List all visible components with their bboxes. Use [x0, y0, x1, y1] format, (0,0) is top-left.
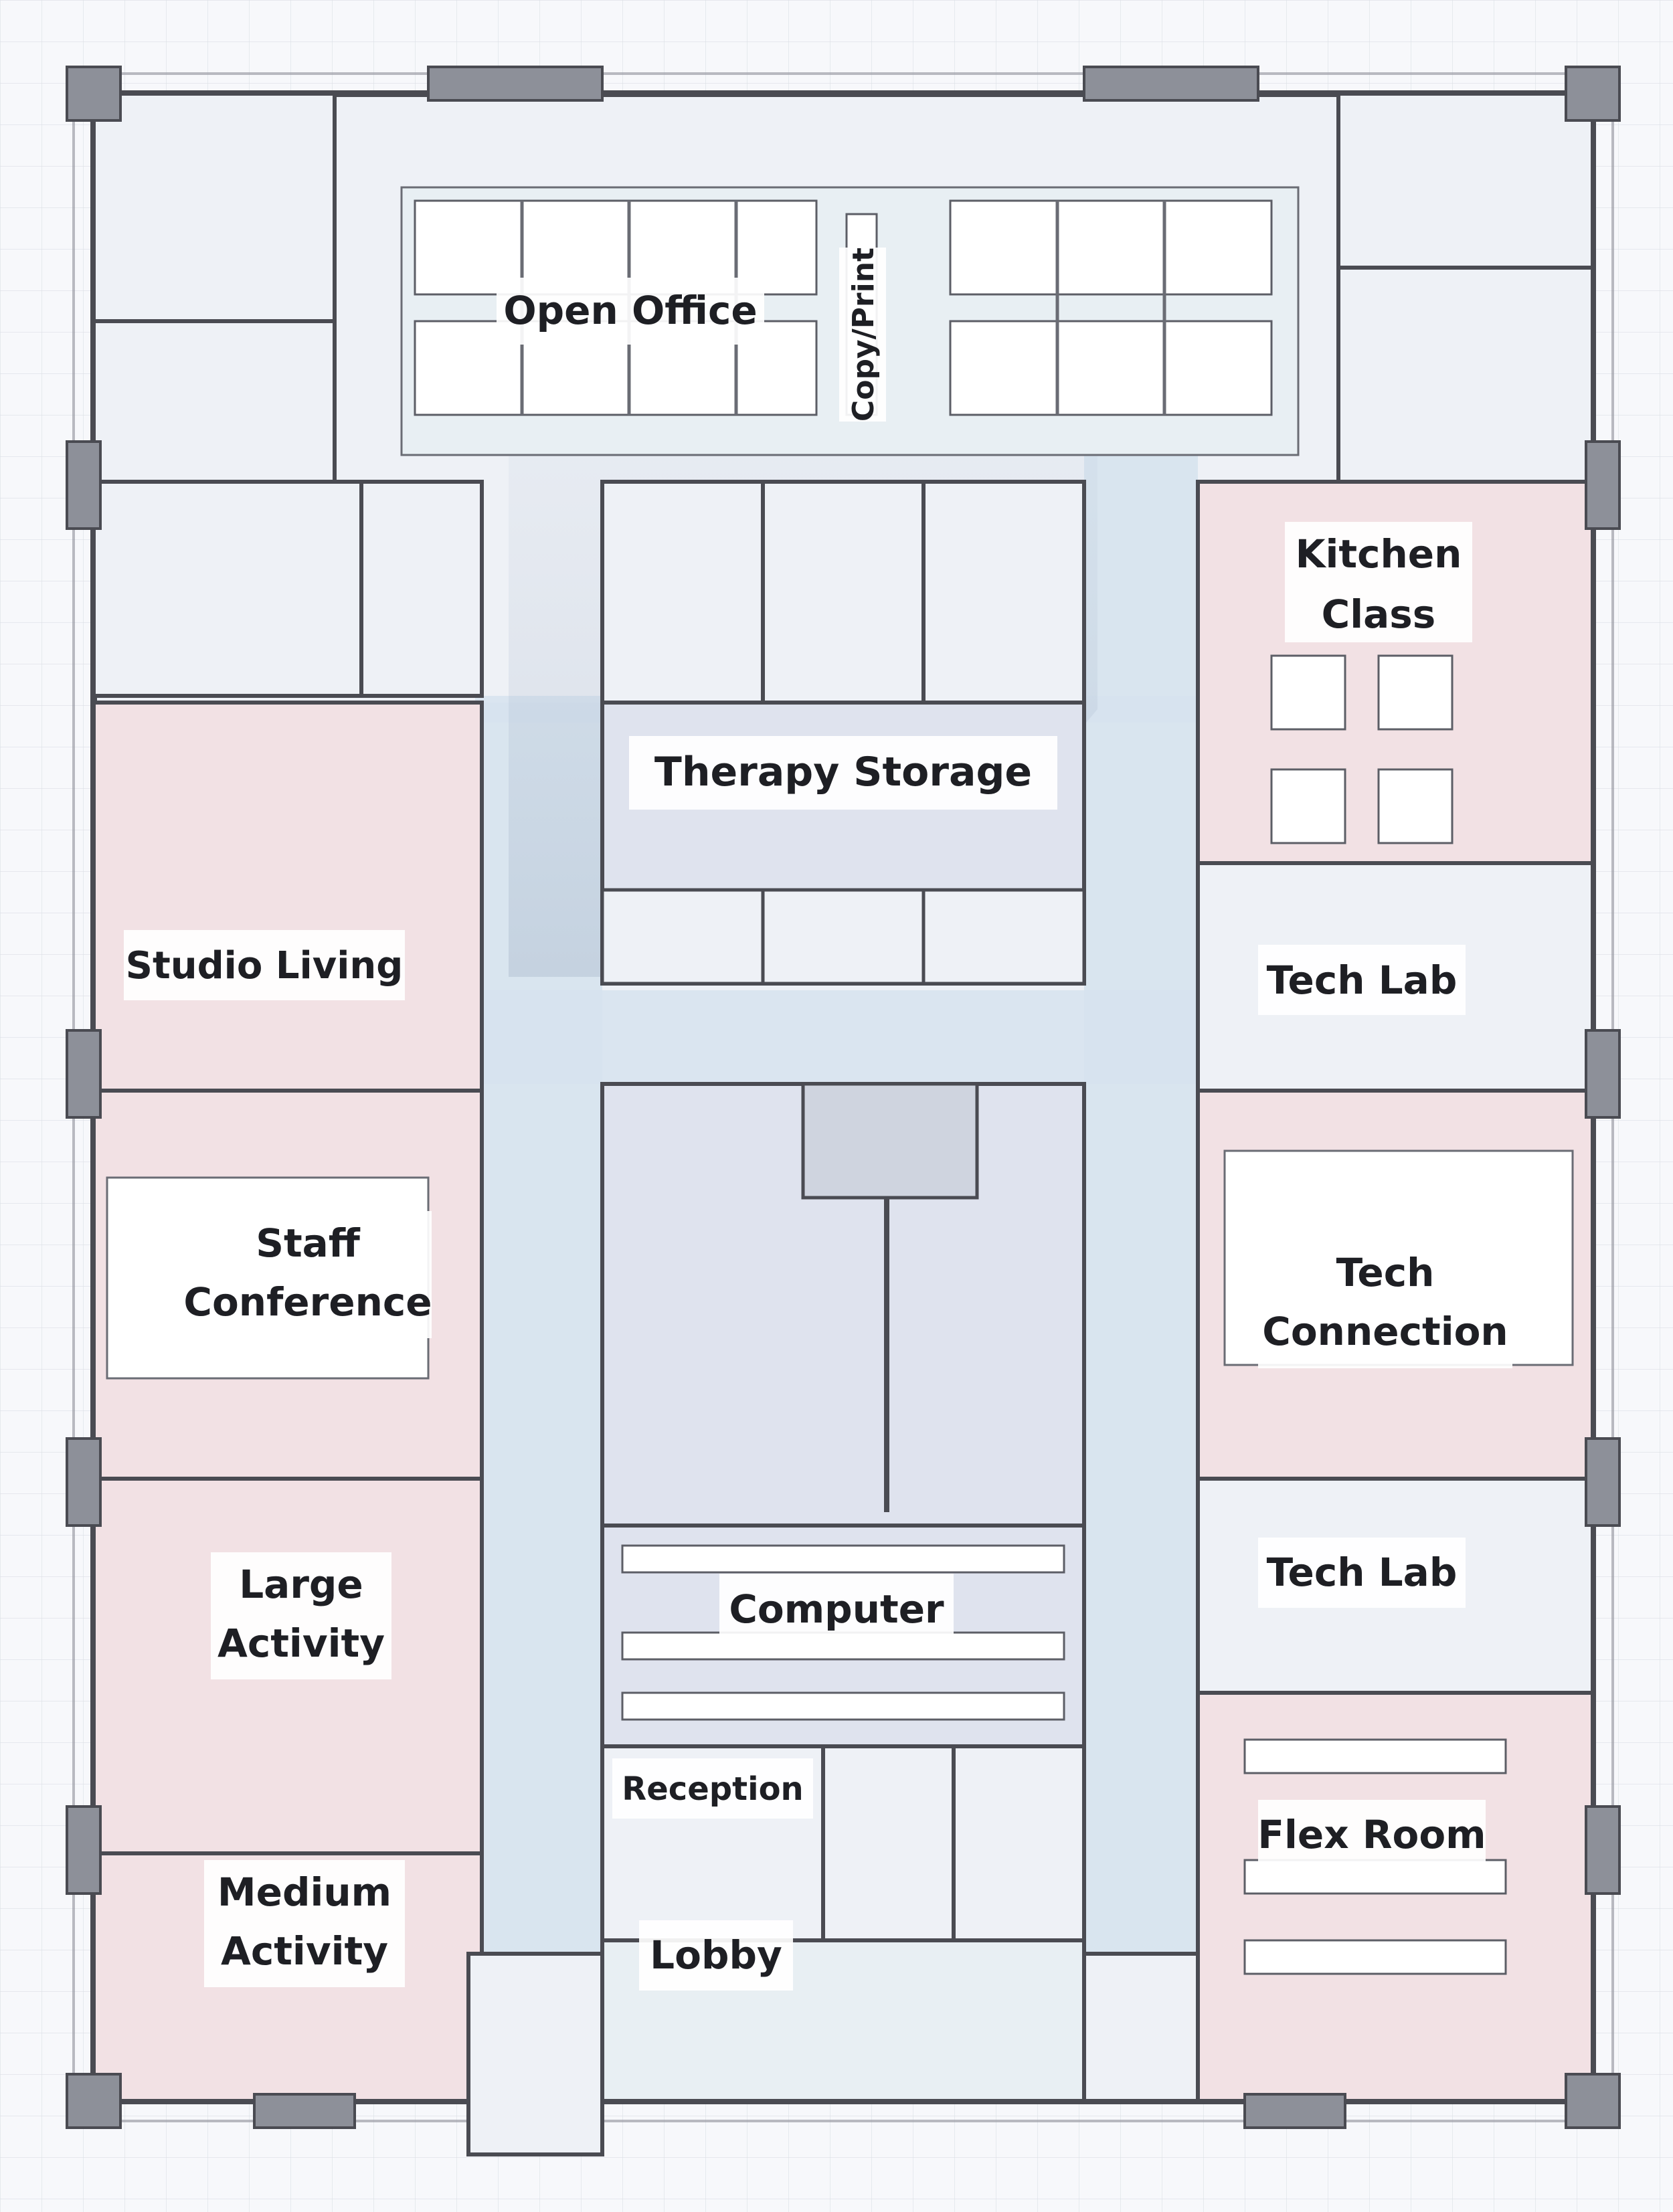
computer-label: Computer: [729, 1586, 944, 1632]
stair-west: [466, 1952, 604, 2156]
label-therapy-storage: Therapy Storage: [629, 736, 1057, 810]
staff-conference-label-line2: Conference: [183, 1279, 432, 1325]
storage-closets: [600, 888, 1086, 986]
reception-label: Reception: [622, 1770, 803, 1808]
label-kitchen-class: Kitchen Class: [1285, 522, 1472, 642]
label-open-office: Open Office: [497, 278, 764, 345]
label-lobby: Lobby: [639, 1920, 793, 1991]
tech-connection-label-line2: Connection: [1262, 1309, 1508, 1354]
label-flex-room: Flex Room: [1257, 1800, 1486, 1870]
label-medium-activity: Medium Activity: [204, 1860, 405, 1987]
nw-private-offices: [92, 92, 484, 698]
medium-activity-label-line2: Activity: [221, 1928, 388, 1974]
staff-conference-label-line1: Staff: [256, 1220, 361, 1266]
ne-private-offices: [1336, 92, 1595, 484]
computer-desk-rows: [621, 1544, 1065, 1721]
kitchen-class-label-line2: Class: [1322, 591, 1436, 637]
structural-columns: [66, 66, 1621, 2129]
therapy-storage-label: Therapy Storage: [654, 749, 1032, 796]
label-reception: Reception: [612, 1758, 813, 1819]
kitchen-tables: [1270, 654, 1454, 844]
central-corridor: [468, 990, 1205, 1084]
label-studio-living: Studio Living: [124, 930, 405, 1000]
large-activity-label-line2: Activity: [217, 1621, 385, 1666]
open-office-label: Open Office: [503, 288, 757, 333]
label-tech-connection: Tech Connection: [1258, 1241, 1512, 1368]
lobby-label: Lobby: [650, 1932, 782, 1978]
label-computer: Computer: [719, 1574, 954, 1644]
stair-east: [1082, 1952, 1200, 2103]
studio-living-room: [92, 701, 484, 1093]
label-tech-lab-lower: Tech Lab: [1258, 1538, 1466, 1608]
tech-connection-label-line1: Tech: [1336, 1250, 1435, 1295]
restroom-single-1: [821, 1744, 956, 1942]
label-copy-print: Copy/Print: [839, 248, 886, 422]
copy-print-label: Copy/Print: [847, 248, 881, 422]
mechanical-shaft: [801, 1082, 979, 1200]
tech-lab-lower-label: Tech Lab: [1267, 1550, 1458, 1595]
kitchen-class-label-line1: Kitchen: [1296, 531, 1462, 577]
tech-lab-upper-label: Tech Lab: [1267, 957, 1458, 1003]
flex-room-label: Flex Room: [1257, 1812, 1486, 1857]
east-corridor: [1084, 455, 1198, 1980]
therapy-rooms: [600, 480, 1086, 705]
medium-activity-label-line1: Medium: [217, 1869, 391, 1915]
room-labels: Open Office Copy/Print Kitchen Class The…: [124, 248, 1512, 1991]
large-activity-label-line1: Large: [239, 1562, 363, 1607]
label-tech-lab-upper: Tech Lab: [1258, 945, 1466, 1015]
label-large-activity: Large Activity: [211, 1552, 391, 1679]
label-staff-conference: Staff Conference: [183, 1211, 432, 1338]
restroom-single-2: [952, 1744, 1086, 1942]
studio-living-label: Studio Living: [126, 944, 404, 988]
